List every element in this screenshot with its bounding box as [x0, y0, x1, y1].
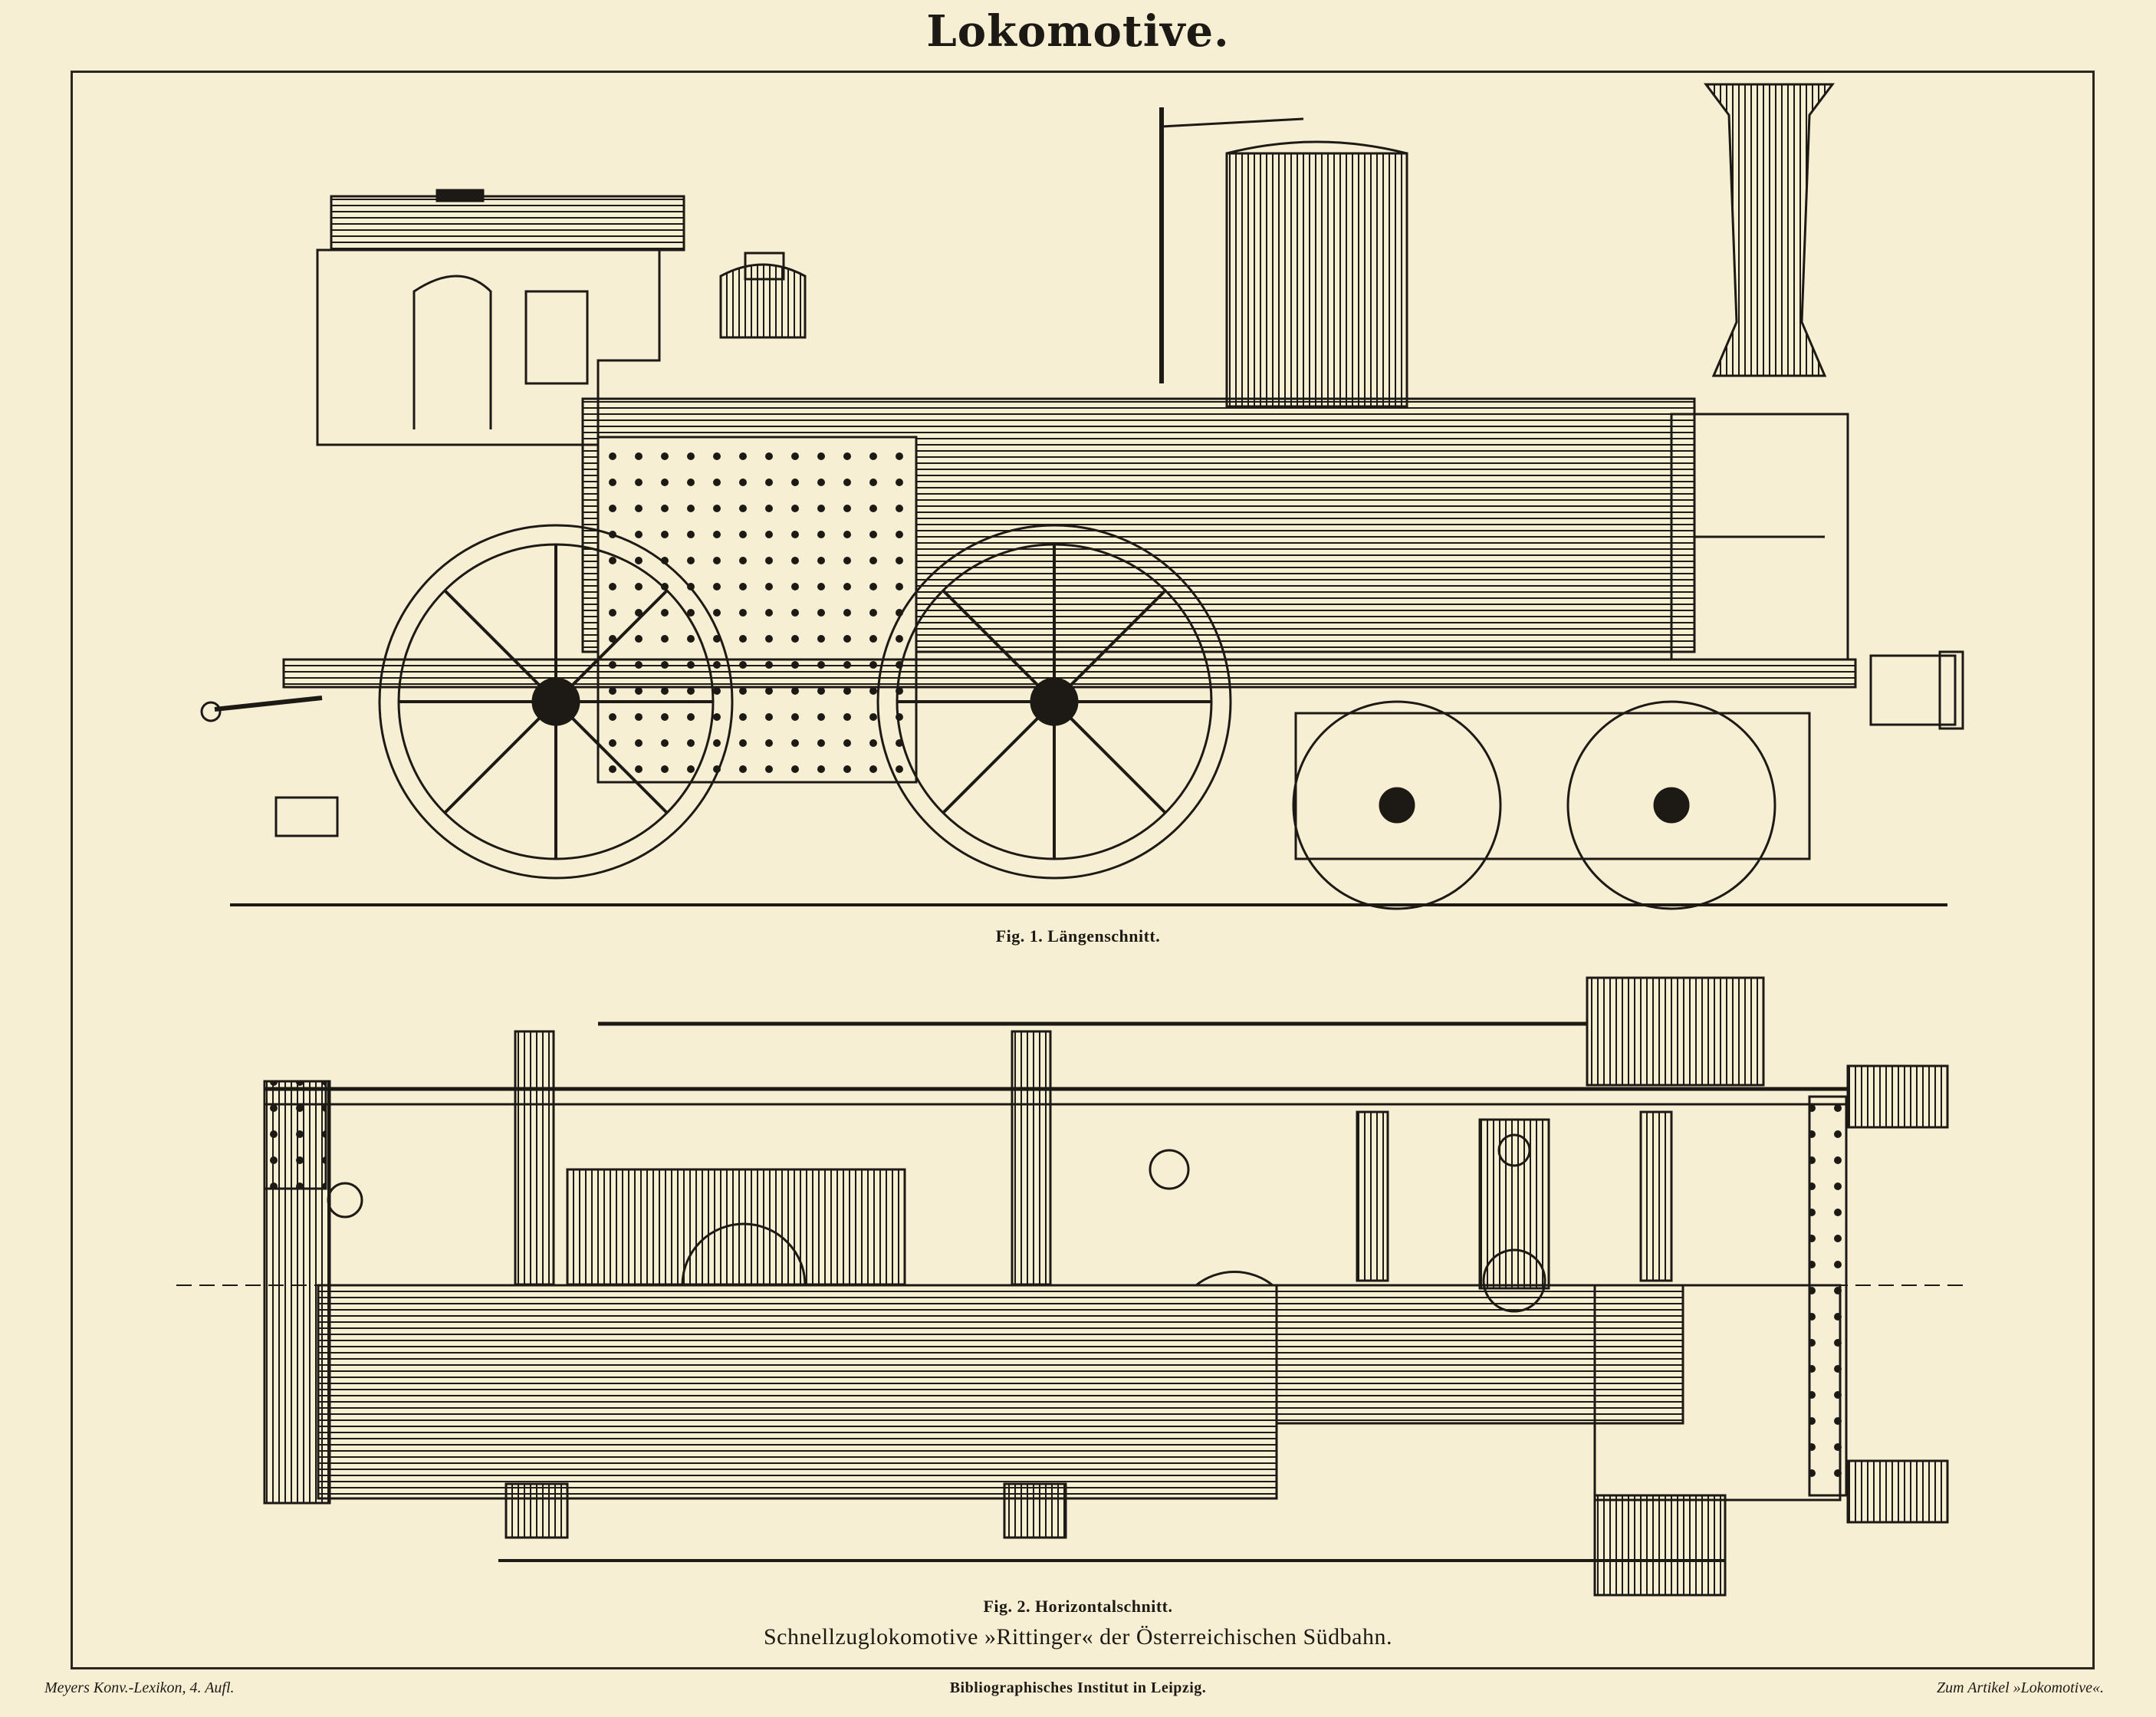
plate-subtitle: Schnellzuglokomotive »Rittinger« der Öst…	[764, 1624, 1392, 1650]
fig2-caption: Fig. 2. Horizontalschnitt.	[983, 1597, 1173, 1616]
footer-publisher-ref: Meyers Konv.-Lexikon, 4. Aufl.	[44, 1679, 235, 1696]
footer-article-ref: Zum Artikel »Lokomotive«.	[1937, 1679, 2104, 1696]
fig1-side-section	[200, 83, 1964, 910]
footer-institute: Bibliographisches Institut in Leipzig.	[949, 1679, 1207, 1696]
plate-frame	[71, 71, 2095, 1669]
plate-title: Lokomotive.	[926, 6, 1230, 57]
fig1-caption: Fig. 1. Längenschnitt.	[995, 926, 1161, 946]
fig2-horizontal-section	[176, 976, 1970, 1597]
